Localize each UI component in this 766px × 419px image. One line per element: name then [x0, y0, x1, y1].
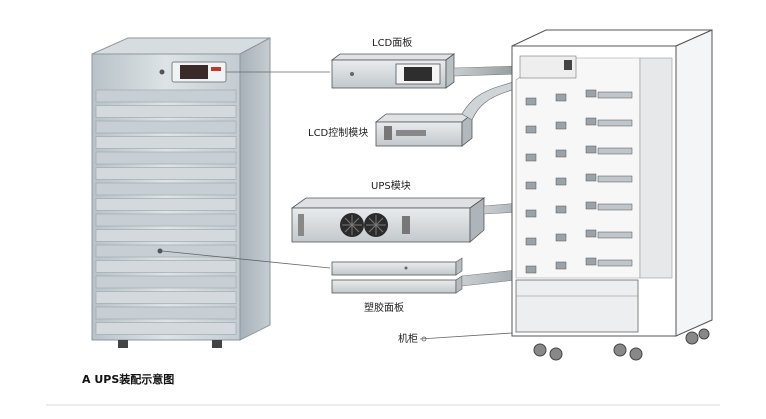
- leader-line-plastic: [161, 250, 331, 269]
- figure-caption: A UPS装配示意图: [82, 372, 174, 386]
- vent-slat: [95, 167, 237, 180]
- slot-bracket: [585, 145, 597, 154]
- slot-bracket: [555, 177, 567, 186]
- vent-slat: [95, 244, 237, 258]
- slot-bracket: [525, 153, 537, 162]
- ups-module-component: [290, 197, 486, 243]
- vent-slat: [95, 291, 237, 304]
- slot-rail: [597, 203, 633, 211]
- slot-bracket: [525, 181, 537, 190]
- slot-bracket: [525, 125, 537, 134]
- slot-rail: [597, 147, 633, 155]
- vent-slat: [95, 306, 237, 320]
- slot-bracket: [585, 173, 597, 182]
- slot-bracket: [585, 229, 597, 238]
- slot-rail: [597, 91, 633, 99]
- label-lcd-control: LCD控制模块: [308, 126, 368, 139]
- label-plastic-panel: 塑胶面板: [364, 301, 404, 314]
- slot-bracket: [585, 89, 597, 98]
- label-cabinet: 机柜: [398, 332, 418, 345]
- slot-bracket: [555, 121, 567, 130]
- leader-line-cabinet: [419, 332, 513, 340]
- slot-rail: [597, 119, 633, 127]
- vent-slat: [95, 322, 237, 335]
- slot-bracket: [525, 97, 537, 106]
- ups-cabinet-exterior: [91, 37, 271, 348]
- slot-bracket: [555, 261, 567, 270]
- cabinet-foot: [212, 340, 222, 348]
- slot-bracket: [585, 117, 597, 126]
- slot-bracket: [525, 265, 537, 274]
- vent-slat: [95, 198, 237, 211]
- open-cabinet: [511, 29, 713, 361]
- slot-bracket: [585, 201, 597, 210]
- caster-wheels: [533, 328, 710, 361]
- vent-slat: [95, 89, 237, 103]
- plastic-panel-component: [331, 257, 463, 294]
- slot-bracket: [555, 233, 567, 242]
- vent-slat: [95, 260, 237, 273]
- slot-bracket: [525, 237, 537, 246]
- front-display-screen: [180, 65, 208, 79]
- vent-slat: [95, 136, 237, 149]
- cabinet-foot: [118, 340, 128, 348]
- vent-slat: [95, 105, 237, 118]
- vent-slat: [95, 275, 237, 289]
- label-ups-module: UPS模块: [371, 180, 411, 192]
- label-lcd-panel: LCD面板: [372, 36, 412, 49]
- slot-rail: [597, 231, 633, 239]
- slot-rail: [597, 175, 633, 183]
- vent-slat: [95, 151, 237, 165]
- slot-bracket: [555, 149, 567, 158]
- front-vent-slats: [95, 89, 237, 335]
- slot-bracket: [585, 257, 597, 266]
- slot-bracket: [555, 205, 567, 214]
- lcd-panel-component: [330, 53, 456, 89]
- slot-bracket: [525, 209, 537, 218]
- vent-slat: [95, 229, 237, 242]
- lcd-control-module: [374, 113, 474, 147]
- slot-rail: [597, 259, 633, 267]
- vent-slat: [95, 120, 237, 134]
- vent-slat: [95, 182, 237, 196]
- slot-bracket: [555, 93, 567, 102]
- vent-slat: [95, 213, 237, 227]
